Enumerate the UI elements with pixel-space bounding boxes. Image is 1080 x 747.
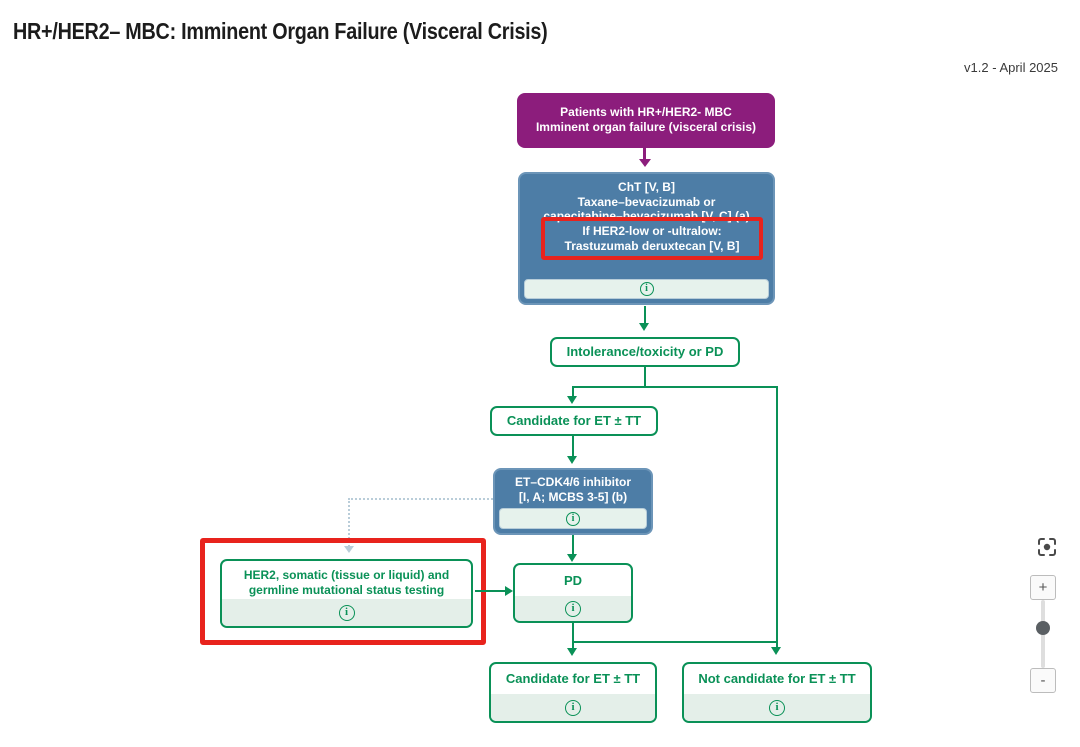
node-cht-footer: i — [524, 279, 769, 299]
arrowhead-pd — [567, 554, 577, 562]
node-et-cdk46: ET–CDK4/6 inhibitor [I, A; MCBS 3-5] (b)… — [493, 468, 653, 535]
node-candidate-bottom: Candidate for ET ± TT i — [489, 662, 657, 723]
node-not-candidate: Not candidate for ET ± TT i — [682, 662, 872, 723]
connector-pd-branch — [572, 641, 778, 643]
fit-view-button[interactable] — [1036, 536, 1058, 558]
node-her2-testing-line1: HER2, somatic (tissue or liquid) and — [243, 568, 450, 582]
connector-cht-intolerance — [644, 306, 646, 324]
node-pd-footer: i — [515, 596, 631, 621]
node-pd-label: PD — [563, 573, 583, 588]
connector-pd-stem — [572, 623, 574, 649]
connector-branch-left — [572, 386, 574, 396]
arrowhead-etcdk — [567, 456, 577, 464]
node-cht-line1: ChT [V, B] — [618, 180, 675, 194]
node-candidate-mid-label: Candidate for ET ± TT — [506, 413, 642, 428]
annotation-highlight-her2low: If HER2-low or -ultralow: Trastuzumab de… — [541, 217, 763, 260]
arrowhead-candidate-mid — [567, 396, 577, 404]
connector-intolerance-stem — [644, 367, 646, 387]
node-et-cdk46-footer: i — [499, 508, 647, 529]
connector-branch-right — [776, 386, 778, 647]
arrowhead-her2-pd — [505, 586, 513, 596]
node-intolerance: Intolerance/toxicity or PD — [550, 337, 740, 367]
her2low-line1: If HER2-low or -ultralow: — [582, 224, 722, 238]
node-her2-testing-line2: germline mutational status testing — [248, 582, 445, 597]
zoom-out-button[interactable]: - — [1030, 668, 1056, 693]
node-not-candidate-footer: i — [684, 694, 870, 721]
version-label: v1.2 - April 2025 — [964, 60, 1058, 75]
node-cht: ChT [V, B] Taxane–bevacizumab or capecit… — [518, 172, 775, 305]
info-icon[interactable]: i — [565, 699, 581, 716]
info-icon[interactable]: i — [566, 511, 580, 526]
her2low-line2: Trastuzumab deruxtecan [V, B] — [564, 238, 740, 253]
node-patients: Patients with HR+/HER2- MBC Imminent org… — [517, 93, 775, 148]
node-candidate-bottom-footer: i — [491, 694, 655, 721]
node-et-cdk46-line1: ET–CDK4/6 inhibitor — [514, 475, 631, 489]
focus-icon — [1038, 538, 1056, 556]
arrowhead-candidate-bottom — [567, 648, 577, 656]
page-title: HR+/HER2– MBC: Imminent Organ Failure (V… — [13, 18, 548, 44]
arrowhead-cht-intolerance — [639, 323, 649, 331]
connector-etcdk-pd — [572, 535, 574, 555]
connector-patients-cht — [643, 148, 646, 160]
node-her2-testing: HER2, somatic (tissue or liquid) and ger… — [220, 559, 473, 628]
info-icon[interactable]: i — [769, 699, 785, 716]
connector-dotted-v — [348, 498, 350, 547]
node-not-candidate-label: Not candidate for ET ± TT — [698, 671, 856, 686]
node-patients-line2: Imminent organ failure (visceral crisis) — [535, 120, 757, 134]
zoom-slider-handle[interactable] — [1036, 621, 1050, 635]
node-candidate-mid: Candidate for ET ± TT — [490, 406, 658, 436]
node-et-cdk46-line2: [I, A; MCBS 3-5] (b) — [518, 489, 628, 504]
arrowhead-dotted — [344, 546, 354, 553]
info-icon[interactable]: i — [639, 282, 654, 296]
connector-her2-pd — [475, 590, 506, 592]
arrowhead-not-candidate — [771, 647, 781, 655]
node-candidate-bottom-label: Candidate for ET ± TT — [505, 671, 641, 686]
connector-candidate-etcdk — [572, 436, 574, 457]
node-intolerance-label: Intolerance/toxicity or PD — [566, 344, 724, 359]
info-icon[interactable]: i — [338, 604, 355, 621]
node-patients-line1: Patients with HR+/HER2- MBC — [560, 105, 732, 119]
node-cht-line2: Taxane–bevacizumab or — [577, 194, 716, 209]
info-icon[interactable]: i — [565, 600, 581, 617]
zoom-in-button[interactable]: + — [1030, 575, 1056, 600]
node-her2-testing-footer: i — [222, 599, 471, 626]
connector-dotted-h — [348, 498, 493, 500]
arrowhead-patients-cht — [639, 159, 651, 167]
node-pd: PD i — [513, 563, 633, 623]
connector-intolerance-branch — [572, 386, 778, 388]
her2low-text: If HER2-low or -ultralow: Trastuzumab de… — [545, 224, 759, 253]
